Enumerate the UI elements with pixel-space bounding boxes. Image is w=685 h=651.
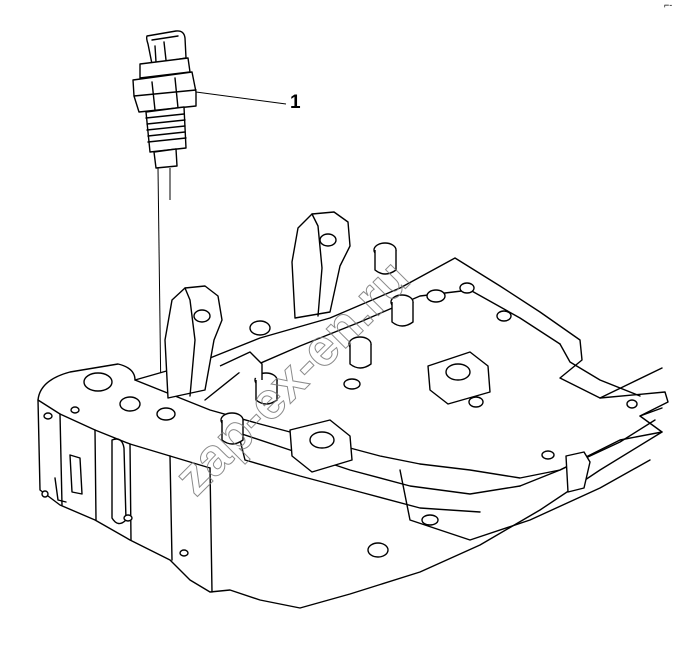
- sensor-part[interactable]: [132, 30, 197, 169]
- cylinder-head: [37, 211, 669, 609]
- corner-mark: ⌐-: [664, 0, 673, 10]
- callout-leader: [195, 91, 287, 105]
- callout-label-1: 1: [290, 92, 301, 113]
- assembly-line: [157, 167, 162, 403]
